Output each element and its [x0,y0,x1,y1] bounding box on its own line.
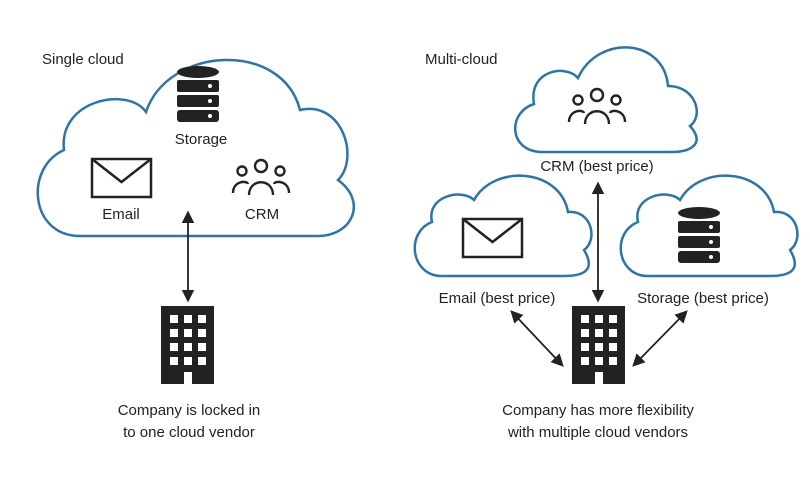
email-cloud-shape [413,174,593,278]
building-icon [161,306,214,384]
email-best-price-label: Email (best price) [438,290,556,307]
multi-cloud-caption: Company has more flexibility with multip… [458,400,738,444]
storage-label: Storage [174,131,228,148]
envelope-icon [461,217,524,259]
building-icon [572,306,625,384]
storage-best-price-label: Storage (best price) [637,290,769,307]
people-icon [231,158,291,196]
caption-line: Company is locked in [117,402,261,419]
crm-label: CRM [244,206,280,223]
storage-vendor-arrow [632,310,688,367]
caption-line: to one cloud vendor [123,424,255,441]
crm-cloud-shape [514,46,698,154]
database-icon [177,66,219,122]
caption-line: Company has more flexibility [502,402,694,419]
single-cloud-shape [36,58,356,238]
crm-best-price-label: CRM (best price) [540,158,654,175]
people-icon [567,87,627,125]
email-vendor-arrow [510,310,564,367]
database-icon [678,207,720,263]
caption-line: with multiple cloud vendors [507,424,689,441]
email-label: Email [102,206,140,223]
single-cloud-title: Single cloud [42,51,124,68]
single-cloud-caption: Company is locked in to one cloud vendor [69,400,309,444]
envelope-icon [90,157,153,199]
multi-cloud-title: Multi-cloud [425,51,498,68]
